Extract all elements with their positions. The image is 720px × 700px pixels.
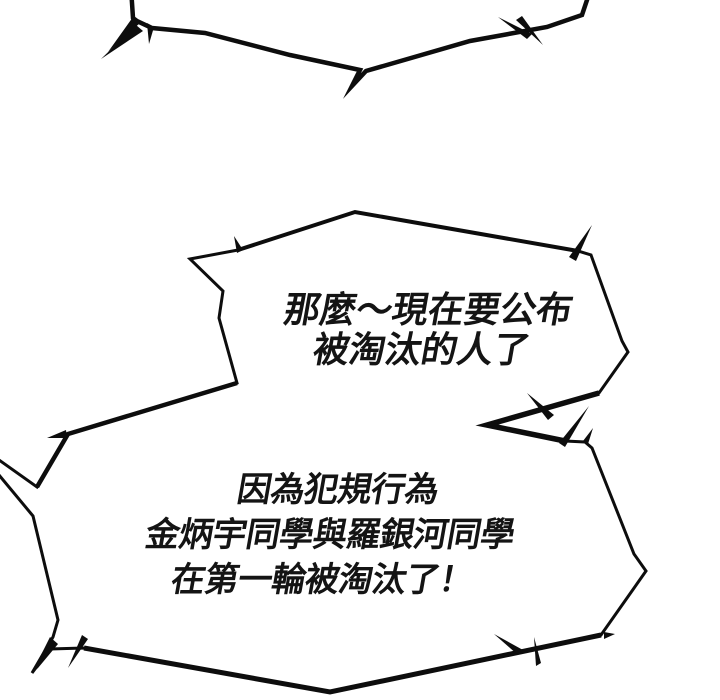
top-bubble-spike-flourishes — [101, 16, 543, 59]
top-bubble-outline — [129, 0, 590, 99]
speech-bubble-middle-text: 那麼～現在要公布 被淘汰的人了 — [193, 289, 657, 370]
bubble-text-line: 因為犯規行為 — [234, 471, 442, 509]
bubble-text-line: 那麼～現在要公布 — [280, 289, 577, 330]
bubble-thick-strokes — [35, 209, 602, 695]
speech-bubble-merged-outline — [0, 209, 648, 695]
bubble-text-line: 在第一輪被淘汰了！ — [168, 561, 477, 599]
speech-bubble-bottom-text: 因為犯規行為 金炳宇同學與羅銀河同學 在第一輪被淘汰了！ — [73, 468, 587, 603]
speech-bubble-top-partial — [101, 0, 590, 99]
bubble-text-line: 被淘汰的人了 — [309, 329, 534, 370]
main-bubble-outline — [0, 210, 648, 694]
bubble-text-line: 金炳宇同學與羅銀河同學 — [142, 516, 518, 554]
bubble-spike-flourishes — [32, 225, 615, 673]
